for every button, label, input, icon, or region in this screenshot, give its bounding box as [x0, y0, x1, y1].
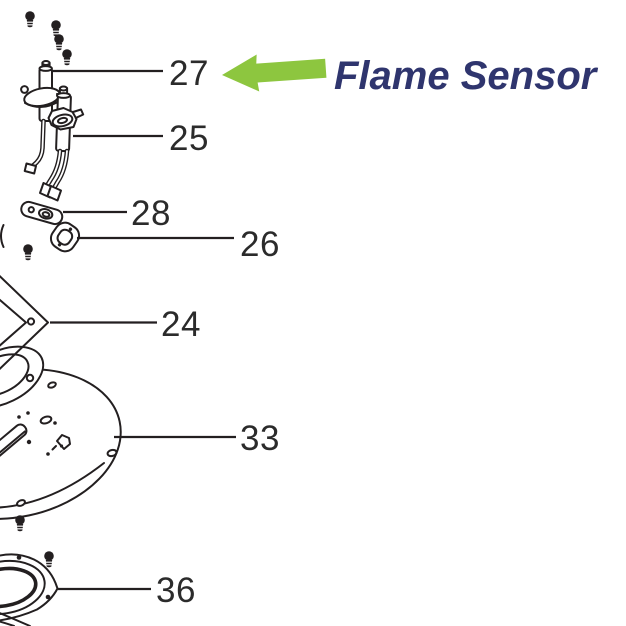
gasket-ring-26-drawing [49, 221, 81, 253]
igniter-electrode-drawing [39, 85, 85, 202]
callout-label-24: 24 [161, 305, 201, 344]
callout-label-26: 26 [240, 225, 280, 264]
mounting-plate-33-drawing [0, 345, 122, 520]
screw [14, 514, 26, 533]
screw [22, 243, 34, 262]
screw [53, 33, 65, 52]
screw [61, 48, 73, 67]
callout-label-25: 25 [169, 119, 209, 158]
screw [24, 10, 36, 29]
screw [43, 550, 55, 569]
burner-gasket-24-drawing [0, 274, 49, 371]
screw [50, 19, 62, 38]
flange-36-drawing [0, 553, 59, 626]
callout-label-36: 36 [156, 571, 196, 610]
cutoff-part-edge [0, 224, 5, 248]
gasket-plate-28-drawing [20, 200, 64, 226]
callout-label-28: 28 [131, 194, 171, 233]
flame-sensor-annotation: Flame Sensor [334, 54, 597, 98]
callout-label-27: 27 [169, 54, 209, 93]
leader-lines [50, 69, 236, 591]
left-arrow-icon [222, 54, 327, 92]
callout-label-33: 33 [240, 419, 280, 458]
